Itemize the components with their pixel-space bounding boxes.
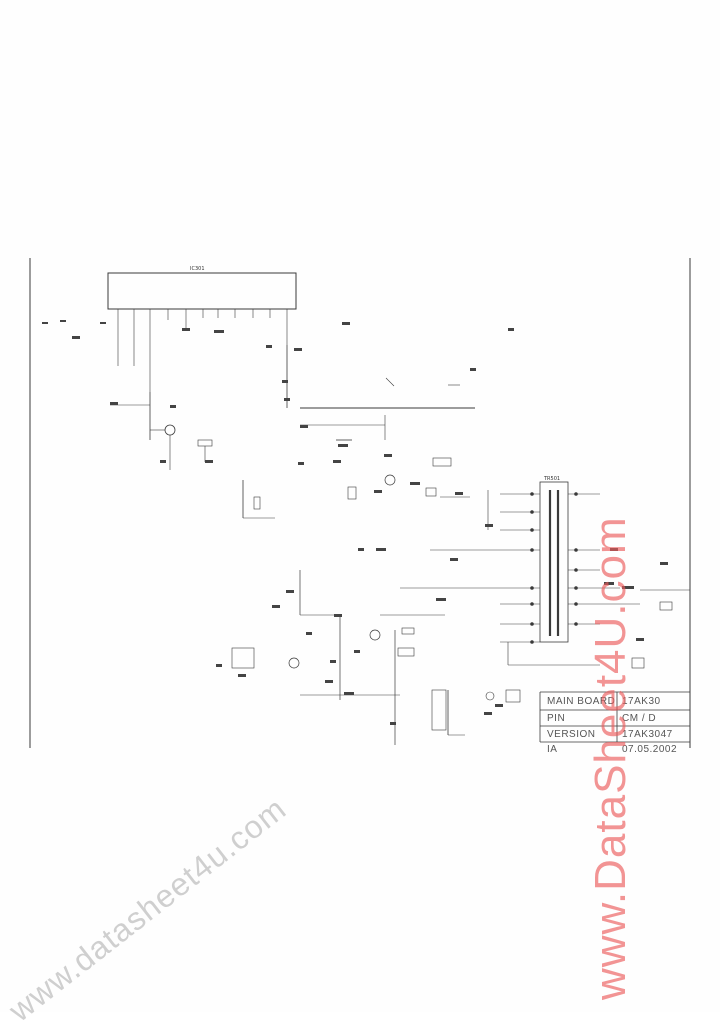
info-row-1-left: MAIN BOARD — [547, 696, 615, 707]
watermark-red: www.DataSheet4U.com — [586, 516, 635, 1000]
tr501-transformer — [539, 481, 569, 643]
ic301-box — [107, 272, 297, 310]
info-block: MAIN BOARD 17AK30 PIN CM / D VERSION 17A… — [547, 696, 677, 755]
tr501-label: TR501 — [543, 476, 560, 482]
info-row-3-right: 17AK3047 — [622, 729, 673, 740]
info-row-1-right: 17AK30 — [622, 696, 661, 707]
info-row-2-left: PIN — [547, 713, 565, 724]
ic301-label: IC301 — [190, 266, 205, 272]
info-row-4-left: IA — [547, 744, 557, 755]
transistor-q1 — [164, 424, 176, 436]
info-row-2-right: CM / D — [622, 713, 656, 724]
info-row-4-right: 07.05.2002 — [622, 744, 677, 755]
info-row-3-left: VERSION — [547, 729, 596, 740]
